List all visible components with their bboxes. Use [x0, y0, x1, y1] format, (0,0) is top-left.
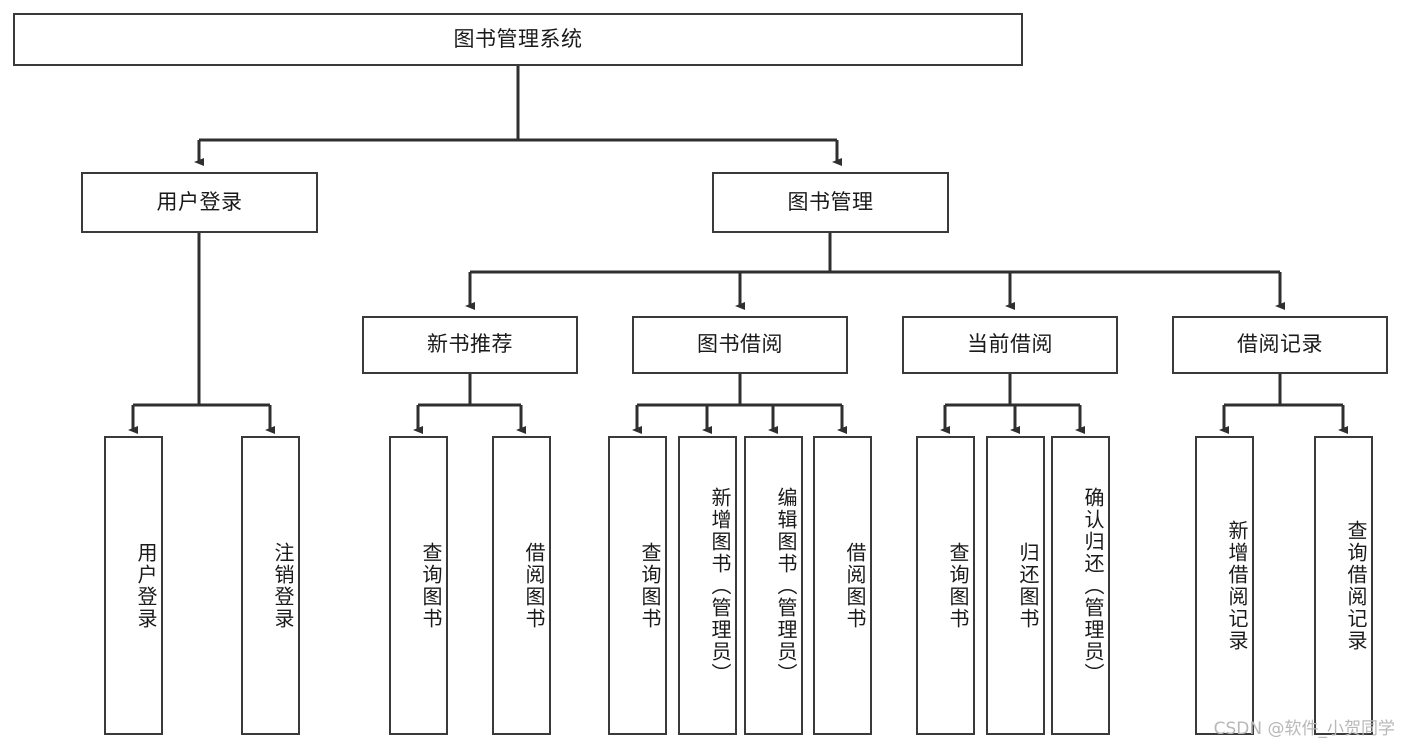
- node-root[interactable]: 图书管理系统: [13, 13, 1023, 66]
- node-book-borrow-label: 图书借阅: [697, 332, 783, 357]
- node-leaf-borrow-book-2-label: 借阅图书: [843, 541, 867, 630]
- node-leaf-user-login[interactable]: 用户登录: [104, 436, 163, 735]
- node-leaf-query-book-1[interactable]: 查询图书: [389, 436, 448, 735]
- node-leaf-query-record-label: 查询借阅记录: [1344, 519, 1368, 652]
- node-new-book-recommend-label: 新书推荐: [427, 332, 513, 357]
- node-leaf-add-book-label: 新增图书（管理员）: [708, 486, 732, 685]
- node-leaf-logout-login[interactable]: 注销登录: [241, 436, 300, 735]
- node-current-borrow[interactable]: 当前借阅: [902, 316, 1118, 374]
- node-leaf-borrow-book-1[interactable]: 借阅图书: [492, 436, 551, 735]
- node-user-login[interactable]: 用户登录: [81, 172, 318, 233]
- node-leaf-edit-book[interactable]: 编辑图书（管理员）: [744, 436, 803, 735]
- node-leaf-confirm-return-label: 确认归还（管理员）: [1081, 486, 1105, 685]
- node-borrow-record-label: 借阅记录: [1237, 332, 1323, 357]
- node-book-manage-label: 图书管理: [787, 189, 874, 214]
- node-leaf-return-book-label: 归还图书: [1016, 541, 1040, 630]
- node-leaf-add-record-label: 新增借阅记录: [1225, 519, 1249, 652]
- node-book-manage[interactable]: 图书管理: [712, 172, 949, 233]
- node-leaf-user-login-label: 用户登录: [134, 541, 158, 630]
- node-leaf-logout-login-label: 注销登录: [271, 541, 295, 630]
- node-book-borrow[interactable]: 图书借阅: [632, 316, 848, 374]
- node-leaf-query-book-2-label: 查询图书: [638, 541, 662, 630]
- node-leaf-query-book-2[interactable]: 查询图书: [608, 436, 667, 735]
- node-user-login-label: 用户登录: [156, 189, 243, 214]
- node-leaf-confirm-return[interactable]: 确认归还（管理员）: [1051, 436, 1110, 735]
- node-leaf-edit-book-label: 编辑图书（管理员）: [774, 486, 798, 685]
- node-leaf-add-record[interactable]: 新增借阅记录: [1195, 436, 1254, 735]
- node-root-label: 图书管理系统: [453, 26, 583, 51]
- node-leaf-query-record[interactable]: 查询借阅记录: [1314, 436, 1373, 735]
- node-leaf-borrow-book-2[interactable]: 借阅图书: [813, 436, 872, 735]
- node-borrow-record[interactable]: 借阅记录: [1172, 316, 1388, 374]
- node-leaf-query-book-3-label: 查询图书: [946, 541, 970, 630]
- node-leaf-borrow-book-1-label: 借阅图书: [522, 541, 546, 630]
- node-leaf-query-book-3[interactable]: 查询图书: [916, 436, 975, 735]
- node-new-book-recommend[interactable]: 新书推荐: [362, 316, 578, 374]
- node-current-borrow-label: 当前借阅: [967, 332, 1053, 357]
- node-leaf-query-book-1-label: 查询图书: [419, 541, 443, 630]
- watermark: CSDN @软件_小贺同学: [1213, 719, 1395, 739]
- node-leaf-add-book[interactable]: 新增图书（管理员）: [678, 436, 737, 735]
- node-leaf-return-book[interactable]: 归还图书: [986, 436, 1045, 735]
